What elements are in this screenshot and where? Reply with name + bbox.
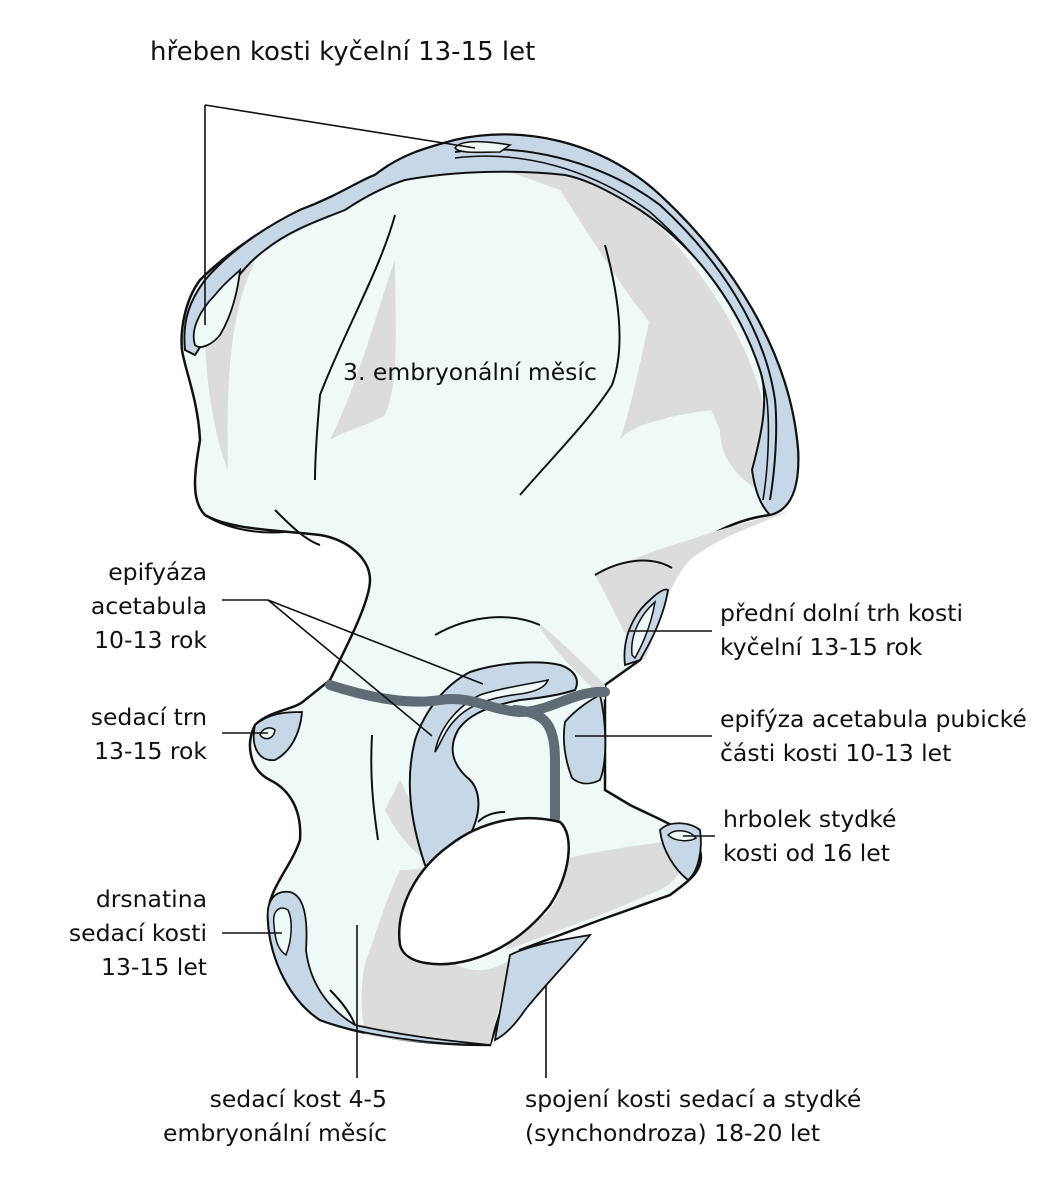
label-line: části kosti 10-13 let	[720, 739, 952, 767]
ridge-line	[434, 616, 541, 636]
acetabulum-epiphysis	[408, 661, 578, 868]
label-line: epifýza acetabula pubické	[720, 705, 1027, 733]
label-embryonic: 3. embryonální měsíc	[343, 355, 597, 389]
label-line: kyčelní 13-15 rok	[720, 633, 923, 661]
label-iliac-crest-text: hřeben kosti kyčelní 13-15 let	[150, 37, 536, 67]
label-line: přední dolní trh kosti	[720, 599, 964, 627]
shadow-region	[535, 620, 605, 700]
shadow-region	[330, 260, 396, 440]
shadow-region	[365, 930, 510, 1045]
iliac-crest-epiphysis	[183, 133, 800, 517]
ischial-spine-epiphysis	[252, 711, 303, 761]
label-pubic-acetabulum: epifýza acetabula pubické části kosti 10…	[720, 702, 1027, 770]
iliac-crest-inner-line	[454, 155, 770, 501]
triradiate-cartilage	[510, 705, 560, 823]
label-ischium: sedací kost 4-5 embryonální měsíc	[163, 1082, 387, 1150]
ridge-line	[370, 734, 379, 841]
label-line: drsnatina	[95, 885, 207, 913]
label-line: 13-15 rok	[94, 737, 207, 765]
label-acetabulum-epiphysis: epifyáza acetabula 10-13 rok	[91, 555, 207, 657]
ridge-line	[314, 214, 396, 481]
label-line: (synchondroza) 18-20 let	[525, 1119, 821, 1147]
triradiate-cartilage	[325, 680, 610, 718]
ischial-tuberosity-epiphysis	[266, 890, 491, 1046]
label-embryonic-text: 3. embryonální měsíc	[343, 358, 597, 386]
label-line: 10-13 rok	[94, 626, 207, 654]
iliac-crest-loop	[454, 140, 513, 154]
ridge-line	[519, 244, 621, 496]
label-anterior-inferior-spine: přední dolní trh kosti kyčelní 13-15 rok	[720, 596, 963, 664]
label-ischial-spine: sedací trn 13-15 rok	[91, 700, 207, 768]
label-line: embryonální měsíc	[163, 1119, 387, 1147]
ridge-line	[594, 559, 673, 576]
pubic-acetabulum-epiphysis	[562, 693, 607, 785]
label-line: acetabula	[90, 592, 207, 620]
label-line: kosti od 16 let	[723, 839, 890, 867]
label-line: spojení kosti sedací a stydké	[525, 1085, 862, 1113]
ridge-line	[274, 509, 321, 546]
posterior-spine-loop	[192, 267, 242, 348]
obturator-rim	[477, 811, 506, 823]
iliac-crest-inner-line	[454, 148, 778, 501]
label-line: 13-15 let	[101, 953, 207, 981]
obturator-foramen	[398, 816, 570, 966]
leader-lines	[204, 104, 715, 1078]
ridge-line	[329, 989, 356, 1026]
label-line: sedací kosti	[68, 919, 207, 947]
label-ischial-tuberosity: drsnatina sedací kosti 13-15 let	[69, 882, 207, 984]
anterior-inferior-spine-loop	[631, 600, 657, 660]
label-line: epifyáza	[108, 558, 207, 586]
shadow-region	[430, 146, 768, 496]
ischial-tuberosity-loop	[272, 907, 292, 957]
label-synchondrosis: spojení kosti sedací a stydké (synchondr…	[525, 1082, 861, 1150]
shadow-region	[505, 840, 684, 950]
ridge-line	[204, 514, 286, 534]
label-line: sedací kost 4-5	[209, 1085, 387, 1113]
label-line: hrbolek stydké	[723, 805, 897, 833]
pubic-tubercle-loop	[666, 830, 698, 842]
synchondrosis-epiphysis	[493, 933, 593, 1042]
label-iliac-crest: hřeben kosti kyčelní 13-15 let	[150, 35, 535, 69]
label-pubic-tubercle: hrbolek stydké kosti od 16 let	[723, 802, 896, 870]
label-line: sedací trn	[90, 703, 207, 731]
